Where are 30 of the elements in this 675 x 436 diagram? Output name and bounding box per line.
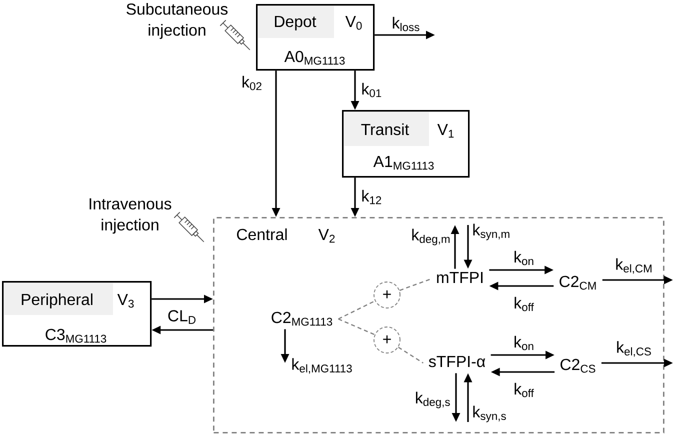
species-label: sTFPI-α [428, 356, 486, 368]
edge-label: k$_{12}$ [362, 190, 382, 204]
connector-line [398, 346, 424, 364]
edge-label: k$_{deg,s}$ [416, 392, 450, 408]
species-label: mTFPI [437, 272, 483, 283]
edge-label: CL$_{D}$ [168, 310, 196, 324]
edge-label: k$_{loss}$ [392, 16, 420, 32]
connector-line [399, 278, 432, 291]
edge-label: k$_{syn,m}$ [473, 224, 510, 240]
edge-label: k$_{01}$ [362, 82, 382, 98]
edge-label: k$_{off}$ [514, 382, 534, 398]
edge-label: k$_{off}$ [514, 296, 534, 312]
species-label: C2$_{CM}$ [560, 276, 596, 290]
edge-label: k$_{on}$ [514, 250, 534, 266]
edge-label: k$_{syn,s}$ [473, 406, 506, 422]
injection-label: Intravenous injection [90, 198, 172, 234]
edge-label: k$_{el,MG1113}$ [292, 358, 352, 374]
edge-label: k$_{02}$ [242, 76, 262, 90]
compartment-box: Transit V$_{1}$ A1$_{MG1113}$ [342, 110, 470, 178]
edge-label: k$_{deg,m}$ [412, 228, 450, 246]
connector-line [338, 300, 376, 320]
species-label: C2$_{MG1113}$ [272, 312, 332, 326]
connector-line [338, 318, 375, 336]
compartment-box: Depot V$_{0}$ A0$_{MG1113}$ [256, 4, 375, 71]
injection-label: Subcutaneous injection [126, 3, 228, 39]
edge-label: k$_{el,CM}$ [616, 258, 652, 274]
edge-label: k$_{on}$ [514, 336, 534, 350]
edge-label: k$_{el,CS}$ [617, 341, 651, 357]
species-label: C2$_{CS}$ [560, 358, 596, 373]
compartment-box: Peripheral V$_{3}$ C3$_{MG1113}$ [2, 281, 152, 347]
